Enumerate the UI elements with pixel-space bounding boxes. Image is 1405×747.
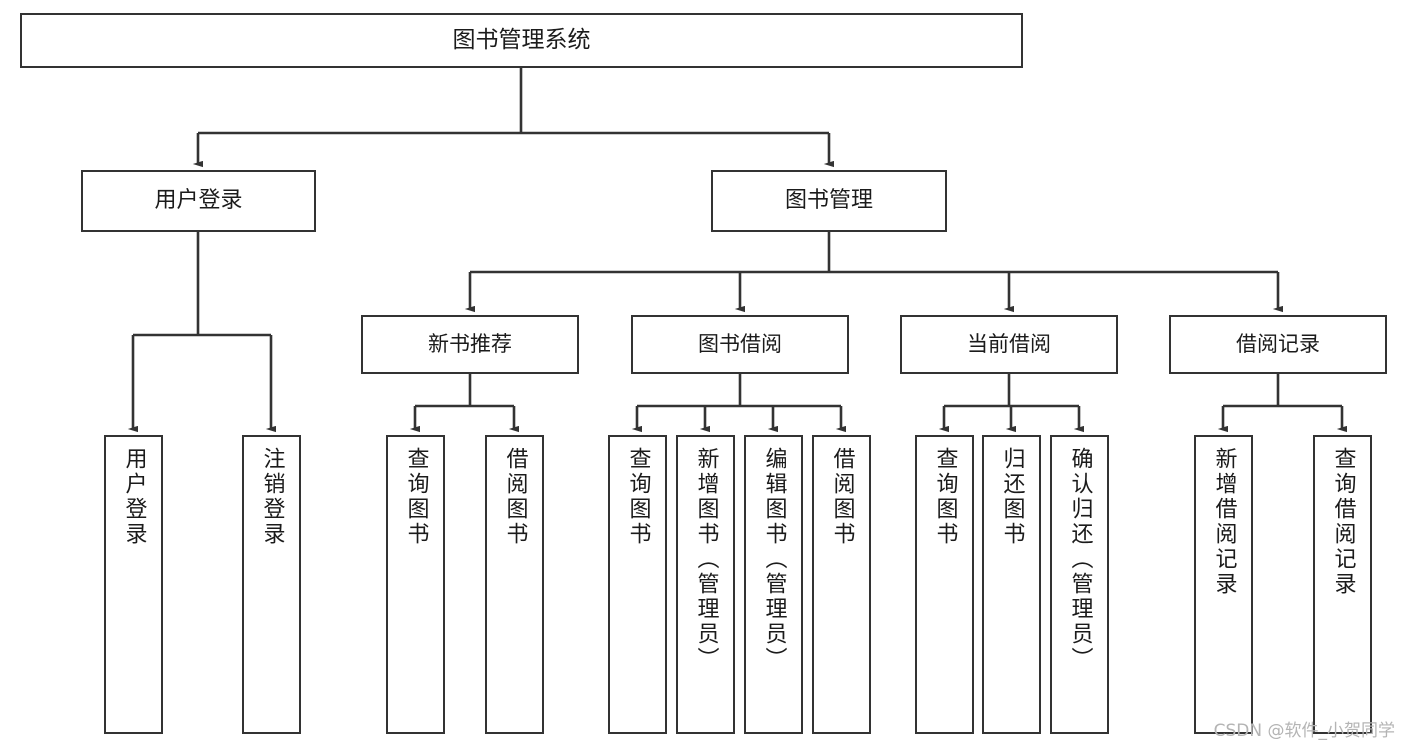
node-borrow-records[interactable]: 借阅记录 bbox=[1169, 315, 1387, 374]
node-leaf-logout[interactable]: 注销登录 bbox=[242, 435, 301, 734]
node-leaf-borrow-book[interactable]: 借阅图书 bbox=[812, 435, 871, 734]
node-book-management[interactable]: 图书管理 bbox=[711, 170, 947, 232]
node-leaf-user-login[interactable]: 用户登录 bbox=[104, 435, 163, 734]
node-book-borrowing[interactable]: 图书借阅 bbox=[631, 315, 849, 374]
node-leaf-edit-book-admin[interactable]: 编辑图书（管理员） bbox=[744, 435, 803, 734]
node-leaf-query-book-borrow[interactable]: 查询图书 bbox=[608, 435, 667, 734]
node-label: 注销登录 bbox=[259, 447, 285, 547]
node-current-borrowing[interactable]: 当前借阅 bbox=[900, 315, 1118, 374]
node-label: 图书借阅 bbox=[698, 332, 782, 357]
node-leaf-borrow-book-new[interactable]: 借阅图书 bbox=[485, 435, 544, 734]
node-label: 确认归还（管理员） bbox=[1067, 447, 1093, 672]
node-label: 借阅记录 bbox=[1236, 332, 1320, 357]
node-label: 编辑图书（管理员） bbox=[761, 447, 787, 672]
node-leaf-add-book-admin[interactable]: 新增图书（管理员） bbox=[676, 435, 735, 734]
node-leaf-add-borrow-record[interactable]: 新增借阅记录 bbox=[1194, 435, 1253, 734]
node-leaf-confirm-return-admin[interactable]: 确认归还（管理员） bbox=[1050, 435, 1109, 734]
node-label: 查询借阅记录 bbox=[1330, 447, 1356, 597]
node-label: 用户登录 bbox=[121, 447, 147, 547]
node-label: 查询图书 bbox=[625, 447, 651, 547]
node-user-login[interactable]: 用户登录 bbox=[81, 170, 316, 232]
node-leaf-query-book-new[interactable]: 查询图书 bbox=[386, 435, 445, 734]
node-label: 新增图书（管理员） bbox=[693, 447, 719, 672]
node-library-management-system[interactable]: 图书管理系统 bbox=[20, 13, 1023, 68]
node-label: 当前借阅 bbox=[967, 332, 1051, 357]
node-leaf-query-borrow-record[interactable]: 查询借阅记录 bbox=[1313, 435, 1372, 734]
node-new-book-recommendation[interactable]: 新书推荐 bbox=[361, 315, 579, 374]
node-label: 图书管理 bbox=[784, 188, 873, 214]
watermark-text: CSDN @软件_小贺同学 bbox=[1213, 721, 1395, 741]
node-label: 查询图书 bbox=[932, 447, 958, 547]
node-label: 图书管理系统 bbox=[452, 26, 591, 53]
node-leaf-query-book-current[interactable]: 查询图书 bbox=[915, 435, 974, 734]
node-label: 新书推荐 bbox=[428, 332, 512, 357]
node-label: 查询图书 bbox=[403, 447, 429, 547]
node-leaf-return-book[interactable]: 归还图书 bbox=[982, 435, 1041, 734]
node-label: 用户登录 bbox=[154, 188, 243, 214]
node-label: 借阅图书 bbox=[502, 447, 528, 547]
node-label: 借阅图书 bbox=[829, 447, 855, 547]
node-label: 新增借阅记录 bbox=[1211, 447, 1237, 597]
node-label: 归还图书 bbox=[999, 447, 1025, 547]
